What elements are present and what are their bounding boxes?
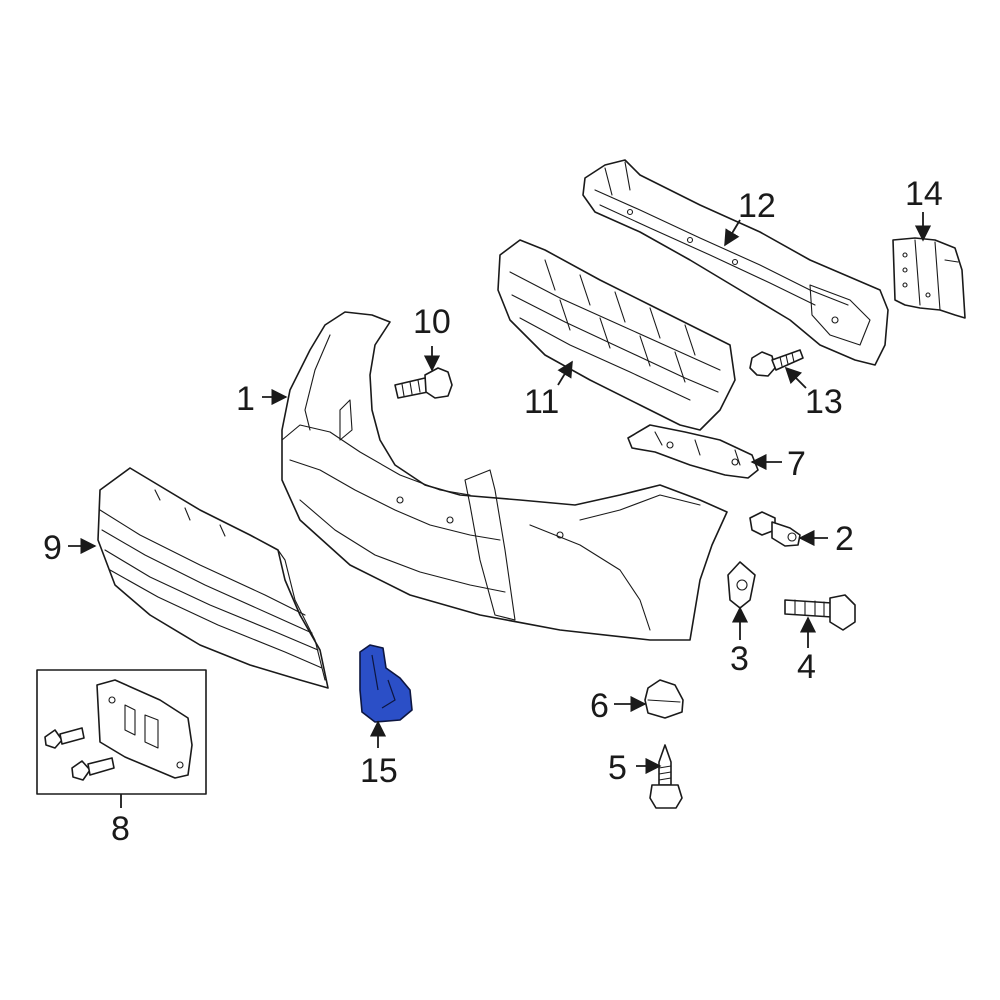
part-7-retainer-bracket[interactable] <box>627 424 759 479</box>
callout-4: 4 <box>797 648 816 686</box>
part-14-side-bracket[interactable] <box>892 237 966 319</box>
part-4-bolt[interactable] <box>784 594 856 631</box>
callout-labels: 1 2 3 4 5 6 7 8 9 10 11 12 13 14 15 <box>43 175 943 848</box>
part-12-reinforcement-beam[interactable] <box>582 159 889 366</box>
part-6-fastener-clip[interactable] <box>644 679 684 719</box>
part-15-sensor-bracket[interactable] <box>359 644 413 723</box>
callout-13: 13 <box>805 383 843 421</box>
callout-3: 3 <box>730 640 749 678</box>
callout-6: 6 <box>590 687 609 725</box>
part-9-lower-grille[interactable] <box>97 467 329 689</box>
callout-15: 15 <box>360 752 398 790</box>
part-13-bolt[interactable] <box>749 349 804 377</box>
leader-lines <box>68 212 932 808</box>
callout-1: 1 <box>236 380 255 418</box>
part-8-license-plate-bracket[interactable] <box>36 669 207 795</box>
callout-14: 14 <box>905 175 943 213</box>
part-2-push-clip[interactable] <box>749 511 801 547</box>
callout-10: 10 <box>413 303 451 341</box>
part-11-energy-absorber[interactable] <box>497 239 736 431</box>
callout-2: 2 <box>835 520 854 558</box>
part-3-nut-clip[interactable] <box>727 561 756 609</box>
callout-11: 11 <box>524 383 559 421</box>
callout-5: 5 <box>608 749 627 787</box>
part-10-retainer-clip[interactable] <box>394 367 453 399</box>
callout-8: 8 <box>111 810 130 848</box>
callout-7: 7 <box>787 445 806 483</box>
part-5-screw[interactable] <box>649 744 683 809</box>
part-1-bumper-cover[interactable] <box>281 311 728 641</box>
callout-12: 12 <box>738 187 776 225</box>
callout-9: 9 <box>43 529 62 567</box>
